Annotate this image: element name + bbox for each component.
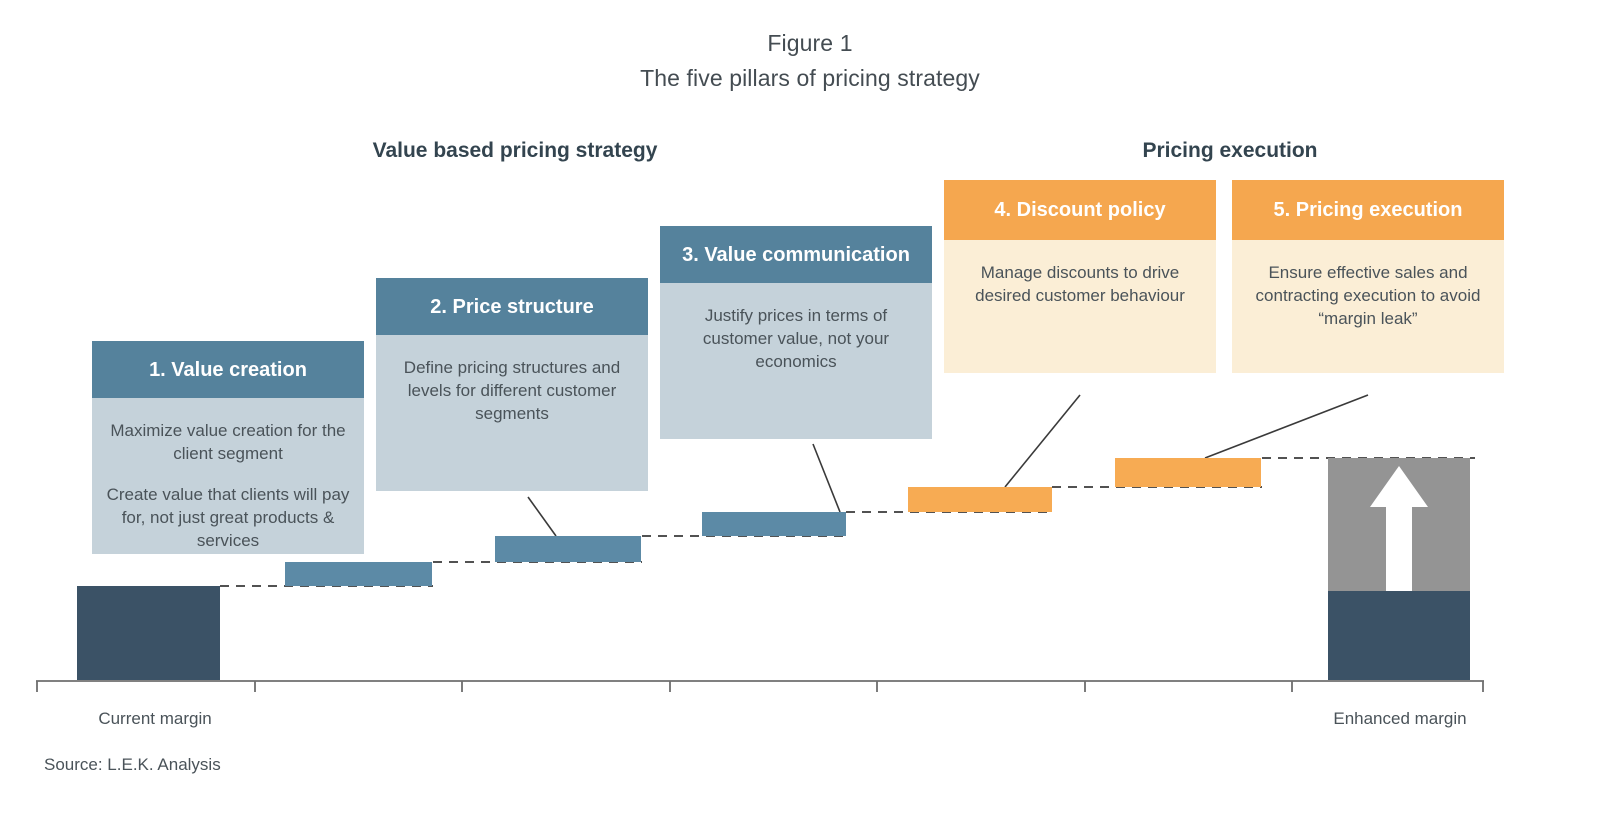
source-note: Source: L.E.K. Analysis	[44, 755, 221, 774]
pillar-card-3-heading: 3. Value communication	[660, 226, 932, 283]
figure-number: Figure 1	[767, 30, 853, 56]
leader-lines	[527, 394, 1369, 537]
pillar-card-4-body: Manage discounts to drive desired custom…	[944, 240, 1216, 373]
x-axis-ticks	[36, 681, 1484, 692]
bar-step-3-value-communication	[702, 512, 846, 536]
section-header-value-based-pricing-strategy: Value based pricing strategy	[372, 139, 658, 162]
bar-step-1-value-creation	[285, 562, 432, 586]
axis-label-enhanced-margin: Enhanced margin	[1333, 709, 1467, 728]
bar-step-2-price-structure	[495, 536, 641, 562]
pillar-card-3-body-line-1: Justify prices in terms of customer valu…	[702, 306, 890, 371]
bar-enhanced-margin-base	[1328, 591, 1470, 680]
leader-line-2	[527, 496, 557, 537]
pillar-card-4[interactable]: 4. Discount policy Manage discounts to d…	[944, 180, 1216, 373]
bar-step-5-pricing-execution	[1115, 458, 1261, 487]
leader-line-4	[1004, 394, 1081, 488]
figure-title: The five pillars of pricing strategy	[640, 65, 980, 91]
pillar-card-2-body-line-1: Define pricing structures and levels for…	[403, 358, 621, 423]
pillar-card-1-body-line-1: Maximize value creation for the client s…	[110, 421, 346, 463]
pillar-card-5-body: Ensure effective sales and contracting e…	[1232, 240, 1504, 373]
pillar-card-5-heading: 5. Pricing execution	[1232, 180, 1504, 240]
axis-label-current-margin: Current margin	[98, 709, 212, 728]
pillar-card-5-body-line-1: Ensure effective sales and contracting e…	[1255, 263, 1481, 328]
bar-current-margin	[77, 586, 220, 680]
leader-line-5	[1204, 394, 1369, 459]
up-arrow-icon	[1370, 466, 1428, 591]
leader-line-3	[812, 443, 841, 513]
bar-step-4-discount-policy	[908, 487, 1052, 512]
pillar-card-4-body-line-1: Manage discounts to drive desired custom…	[975, 263, 1185, 305]
pillar-card-1-heading: 1. Value creation	[92, 341, 364, 398]
pillar-card-1[interactable]: 1. Value creation Maximize value creatio…	[92, 341, 364, 554]
pillar-card-4-heading: 4. Discount policy	[944, 180, 1216, 240]
pillar-card-2[interactable]: 2. Price structure Define pricing struct…	[376, 278, 648, 491]
pillar-card-5[interactable]: 5. Pricing execution Ensure effective sa…	[1232, 180, 1504, 373]
pillar-card-2-heading: 2. Price structure	[376, 278, 648, 335]
pillar-card-3-body: Justify prices in terms of customer valu…	[660, 283, 932, 439]
pillar-card-1-body: Maximize value creation for the client s…	[92, 398, 364, 554]
pillar-card-1-body-line-2: Create value that clients will pay for, …	[106, 484, 350, 550]
section-header-pricing-execution: Pricing execution	[1142, 139, 1318, 162]
pillar-card-2-body: Define pricing structures and levels for…	[376, 335, 648, 491]
pillar-card-3[interactable]: 3. Value communication Justify prices in…	[660, 226, 932, 439]
